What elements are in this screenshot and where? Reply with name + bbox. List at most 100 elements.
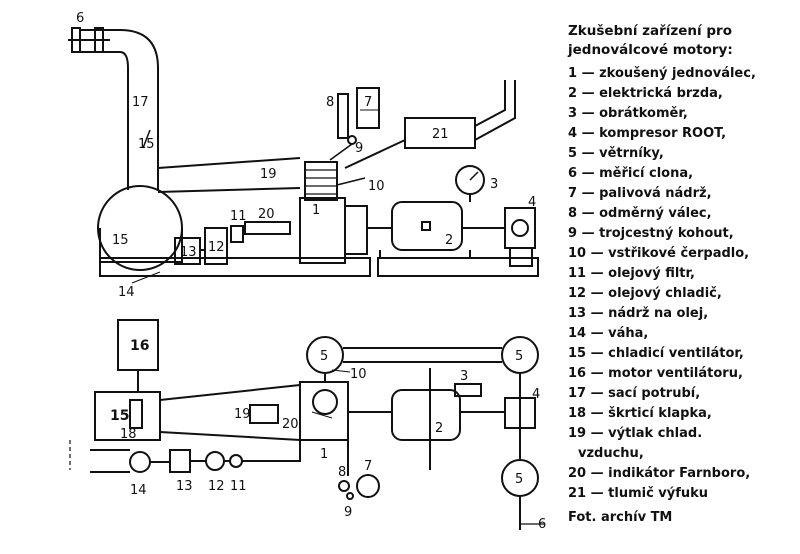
callout-5-right: 5 [515, 349, 523, 364]
callout-8: 8 [326, 95, 334, 110]
oil-tank-plan [169, 449, 191, 473]
cooling-outlet [249, 404, 279, 424]
callout-11-plan: 11 [230, 479, 247, 494]
leader-lines [131, 109, 378, 419]
legend-item-20: 20 — indikátor Farnboro, [568, 466, 751, 481]
callout-19-top: 19 [260, 167, 277, 182]
legend-item-7: 7 — palivová nádrž, [568, 186, 712, 201]
callout-8-plan: 8 [338, 465, 346, 480]
callout-13-plan: 13 [176, 479, 193, 494]
legend-item-12: 12 — olejový chladič, [568, 286, 722, 301]
legend-item-16: 16 — motor ventilátoru, [568, 366, 743, 381]
callout-5-lower: 5 [515, 472, 523, 487]
base-plate-left [99, 257, 371, 277]
legend-item-2: 2 — elektrická brzda, [568, 86, 723, 101]
electric-brake [391, 201, 463, 251]
test-rig-drawing: 6 17 15 19 15 13 12 11 20 1 10 8 7 9 21 … [68, 11, 546, 532]
callout-12: 12 [208, 240, 225, 255]
callout-10-plan: 10 [350, 367, 367, 382]
callout-7: 7 [364, 95, 372, 110]
legend-item-10: 10 — vstřikové čerpadlo, [568, 246, 750, 261]
callout-21: 21 [432, 127, 449, 142]
callout-4-plan: 4 [532, 387, 540, 402]
callout-3-top: 3 [490, 177, 498, 192]
tachometer-plan [454, 383, 482, 397]
callout-11: 11 [230, 209, 247, 224]
callout-6-top: 6 [76, 11, 84, 26]
legend-title-line1: Zkušební zařízení pro [568, 23, 732, 39]
farnboro-indicator [244, 221, 291, 235]
valve-plan [346, 492, 354, 500]
callout-6-bottom: 6 [538, 517, 546, 532]
legend-item-19-continued: vzduchu, [578, 446, 644, 461]
legend-item-6: 6 — měřicí clona, [568, 166, 694, 181]
callout-2-top: 2 [445, 233, 453, 248]
callout-20: 20 [258, 207, 275, 222]
cylinder-plan [338, 480, 350, 492]
callout-17: 17 [132, 95, 149, 110]
legend-item-9: 9 — trojcestný kohout, [568, 226, 734, 241]
exhaust-silencer [404, 117, 476, 149]
plan-view [69, 319, 545, 530]
base-plate-right [377, 257, 539, 277]
legend-item-17: 17 — sací potrubí, [568, 386, 701, 401]
legend-item-8: 8 — odměrný válec, [568, 206, 712, 221]
callout-7-plan: 7 [364, 459, 372, 474]
root-compressor [504, 207, 536, 249]
callout-9: 9 [355, 141, 363, 156]
legend-item-14: 14 — váha, [568, 326, 649, 341]
callout-3-plan: 3 [460, 369, 468, 384]
brake-plan [391, 389, 461, 441]
measuring-cylinder [337, 93, 349, 139]
callout-2-plan: 2 [435, 421, 443, 436]
callout-1: 1 [312, 203, 320, 218]
callout-12-plan: 12 [208, 479, 225, 494]
scale-plan [129, 451, 151, 473]
callout-14-top: 14 [118, 285, 135, 300]
engine-block [299, 197, 346, 264]
legend-item-5: 5 — větrníky, [568, 146, 664, 161]
oil-filter [230, 225, 244, 243]
callout-10: 10 [368, 179, 385, 194]
callout-4-top: 4 [528, 195, 536, 210]
legend-title: Zkušební zařízení pro jednoválcové motor… [568, 22, 796, 60]
legend-item-4: 4 — kompresor ROOT, [568, 126, 727, 141]
oil-filter-plan [229, 454, 243, 468]
fuel-tank [356, 87, 380, 129]
legend-item-19: 19 — výtlak chlad. [568, 426, 703, 441]
photo-credit: Fot. archív TM [568, 510, 673, 525]
legend-item-3: 3 — obrátkoměr, [568, 106, 688, 121]
oil-cooler [204, 227, 228, 265]
legend-item-11: 11 — olejový filtr, [568, 266, 695, 281]
throttle-flap [129, 399, 143, 429]
callout-19-plan: 19 [234, 407, 251, 422]
callout-15-fan: 15 [112, 233, 129, 248]
callout-labels: 6 17 15 19 15 13 12 11 20 1 10 8 7 9 21 … [76, 11, 546, 532]
callout-15-plan: 15 [110, 408, 129, 424]
callout-14-plan: 14 [130, 483, 147, 498]
callout-18: 18 [120, 427, 137, 442]
callout-15-top: 15 [138, 137, 155, 152]
cooling-fan-plan [94, 391, 161, 441]
callout-9-plan: 9 [344, 505, 352, 520]
legend-panel: Zkušební zařízení pro jednoválcové motor… [568, 22, 796, 525]
callout-16: 16 [130, 338, 149, 354]
callout-5-left: 5 [320, 349, 328, 364]
side-elevation [68, 27, 539, 277]
legend-list: 1 — zkoušený jednoválec, 2 — elektrická … [568, 64, 796, 504]
legend-item-15: 15 — chladicí ventilátor, [568, 346, 744, 361]
legend-item-13: 13 — nádrž na olej, [568, 306, 709, 321]
legend-item-18: 18 — škrticí klapka, [568, 406, 712, 421]
callout-1-plan: 1 [320, 447, 328, 462]
legend-item-1: 1 — zkoušený jednoválec, [568, 66, 756, 81]
callout-13: 13 [180, 245, 197, 260]
callout-20-plan: 20 [282, 417, 299, 432]
engine-cylinder [304, 161, 338, 201]
fuel-tank-plan [356, 474, 380, 498]
legend-item-21: 21 — tlumič výfuku [568, 486, 709, 501]
intake-pipe [80, 29, 159, 190]
legend-title-line2: jednoválcové motory: [568, 42, 733, 58]
oil-cooler-plan [205, 451, 225, 471]
compressor-plan [504, 397, 536, 429]
